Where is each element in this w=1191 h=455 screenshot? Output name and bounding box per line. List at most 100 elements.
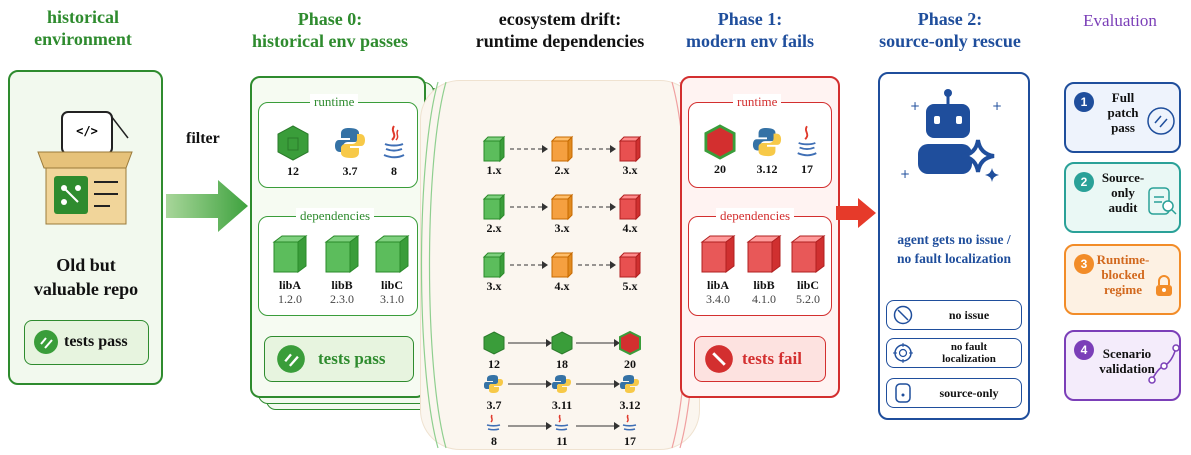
phase1-lib-version-1: 4.1.0 bbox=[752, 292, 776, 306]
libC-cube-icon bbox=[374, 235, 410, 273]
option-no-issue: no issue bbox=[886, 300, 1022, 330]
drift-runtime-label-0-1: 18 bbox=[556, 357, 568, 371]
check-icon bbox=[277, 345, 305, 373]
header-evaluation: Evaluation bbox=[1083, 11, 1157, 30]
eval-num-3: 3 bbox=[1074, 254, 1094, 274]
option-no-fault-localization: no fault localization bbox=[886, 338, 1022, 368]
fail-icon bbox=[705, 345, 733, 373]
phase0-lib-name-2: libC bbox=[380, 278, 403, 292]
eval-num-4: 4 bbox=[1074, 340, 1094, 360]
repo-label: Old but valuable repo bbox=[33, 255, 139, 299]
option-label-no-issue: no issue bbox=[948, 308, 990, 322]
libA-cube-icon bbox=[700, 235, 736, 273]
phase1-lib-name-2: libC bbox=[796, 278, 819, 292]
phase1-deps-legend: dependencies bbox=[716, 208, 795, 224]
eval-label-1: Full patch pass bbox=[1107, 90, 1139, 135]
drift-cube-label-1-0: 2.x bbox=[486, 221, 502, 235]
phase0-runtime-1: 3.7 bbox=[342, 164, 358, 178]
eval-label-4: Scenario validation bbox=[1099, 346, 1155, 376]
filter-arrow bbox=[166, 180, 248, 232]
phase0-runtime-legend: runtime bbox=[310, 94, 359, 110]
drift-cube-label-2-2: 5.x bbox=[622, 279, 638, 293]
header-drift: ecosystem drift: runtime dependencies bbox=[475, 9, 645, 51]
drift-panel-left-curve bbox=[420, 81, 447, 449]
phase1-runtime-legend: runtime bbox=[733, 94, 782, 110]
drift-cube-label-0-2: 3.x bbox=[622, 163, 638, 177]
eval-source-only-audit: 2 Source- only audit bbox=[1064, 162, 1181, 233]
phase0-runtime-2: 8 bbox=[391, 164, 397, 178]
drift-runtime-icons bbox=[483, 330, 641, 431]
pass-circle-icon bbox=[1147, 107, 1175, 135]
eval-num-2: 2 bbox=[1074, 172, 1094, 192]
phase0-deps-legend: dependencies bbox=[296, 208, 375, 224]
drift-runtime-label-2-1: 11 bbox=[556, 434, 568, 448]
option-label-no-fault: no fault localization bbox=[942, 341, 996, 365]
node-icon bbox=[277, 125, 309, 161]
java-icon bbox=[797, 125, 817, 157]
repo-box-illustration bbox=[37, 111, 133, 225]
drift-runtime-label-1-1: 3.11 bbox=[551, 398, 573, 412]
filter-label: filter bbox=[186, 130, 220, 147]
path-nodes-icon bbox=[1148, 344, 1180, 384]
python-icon bbox=[752, 127, 782, 157]
svg-text:+: + bbox=[910, 99, 920, 113]
eval-label-3: Runtime- blocked regime bbox=[1096, 252, 1150, 297]
phase0-lib-version-0: 1.2.0 bbox=[278, 292, 302, 306]
phase2-agent-text: agent gets no issue / no fault localizat… bbox=[897, 232, 1011, 266]
drift-runtime-label-2-2: 17 bbox=[624, 434, 636, 448]
phase1-runtime-2: 17 bbox=[801, 162, 813, 176]
code-glyph: </> bbox=[76, 124, 98, 138]
phase0-lib-version-1: 2.3.0 bbox=[330, 292, 354, 306]
check-icon bbox=[34, 330, 58, 354]
phase1-runtime-0: 20 bbox=[714, 162, 726, 176]
python-icon bbox=[335, 128, 365, 158]
phase1-lib-version-2: 5.2.0 bbox=[796, 292, 820, 306]
phase0-lib-name-1: libB bbox=[331, 278, 353, 292]
node-icon bbox=[704, 124, 736, 160]
libB-cube-icon bbox=[746, 235, 782, 273]
drift-cube-row bbox=[482, 135, 642, 163]
phase0-lib-name-0: libA bbox=[278, 278, 301, 292]
svg-text:+: + bbox=[992, 99, 1002, 113]
drift-runtime-label-1-0: 3.7 bbox=[486, 398, 502, 412]
eval-label-2: Source- only audit bbox=[1101, 170, 1145, 215]
phase0-runtime-0: 12 bbox=[287, 164, 299, 178]
phase0-tests-label: tests pass bbox=[318, 349, 386, 368]
target-icon bbox=[893, 343, 913, 363]
phase1-tests-label: tests fail bbox=[742, 349, 802, 368]
eval-runtime-blocked-regime: 3 Runtime- blocked regime bbox=[1064, 244, 1181, 315]
drift-runtime-label-1-2: 3.12 bbox=[619, 398, 641, 412]
drift-cube-label-1-2: 4.x bbox=[622, 221, 638, 235]
no-issue-icon bbox=[893, 305, 913, 325]
historical-tests-label: tests pass bbox=[64, 333, 128, 350]
drift-cube-grid bbox=[482, 135, 642, 278]
header-historical: historical environment bbox=[34, 7, 132, 49]
robot-agent-icon: + + + bbox=[900, 89, 1002, 182]
svg-text:+: + bbox=[900, 167, 910, 181]
eval-scenario-validation: 4 Scenario validation bbox=[1064, 330, 1181, 401]
phase1-runtime-1: 3.12 bbox=[756, 162, 778, 176]
drift-runtime-label-0-0: 12 bbox=[488, 357, 500, 371]
option-label-source-only: source-only bbox=[939, 386, 999, 400]
phase1-lib-version-0: 3.4.0 bbox=[706, 292, 730, 306]
drift-cube-label-0-1: 2.x bbox=[554, 163, 570, 177]
libA-cube-icon bbox=[272, 235, 308, 273]
drift-cube-label-0-0: 1.x bbox=[486, 163, 502, 177]
eval-full-patch-pass: 1 Full patch pass bbox=[1064, 82, 1181, 153]
drift-cube-label-1-1: 3.x bbox=[554, 221, 570, 235]
drift-runtime-label-0-2: 20 bbox=[624, 357, 636, 371]
drift-cube-label-2-1: 4.x bbox=[554, 279, 570, 293]
audit-clipboard-icon bbox=[1148, 187, 1177, 215]
phase0-lib-version-2: 3.1.0 bbox=[380, 292, 404, 306]
header-phase0: Phase 0: historical env passes bbox=[251, 9, 408, 51]
phase1-lib-name-1: libB bbox=[753, 278, 775, 292]
file-icon bbox=[895, 383, 911, 403]
header-phase2: Phase 2: source-only rescue bbox=[879, 9, 1021, 51]
rescue-arrow bbox=[836, 198, 876, 228]
libB-cube-icon bbox=[324, 235, 360, 273]
drift-cube-label-2-0: 3.x bbox=[486, 279, 502, 293]
lock-icon bbox=[1156, 275, 1172, 296]
drift-runtime-label-2-0: 8 bbox=[491, 434, 497, 448]
header-phase1: Phase 1: modern env fails bbox=[686, 9, 814, 51]
option-source-only: source-only bbox=[886, 378, 1022, 408]
